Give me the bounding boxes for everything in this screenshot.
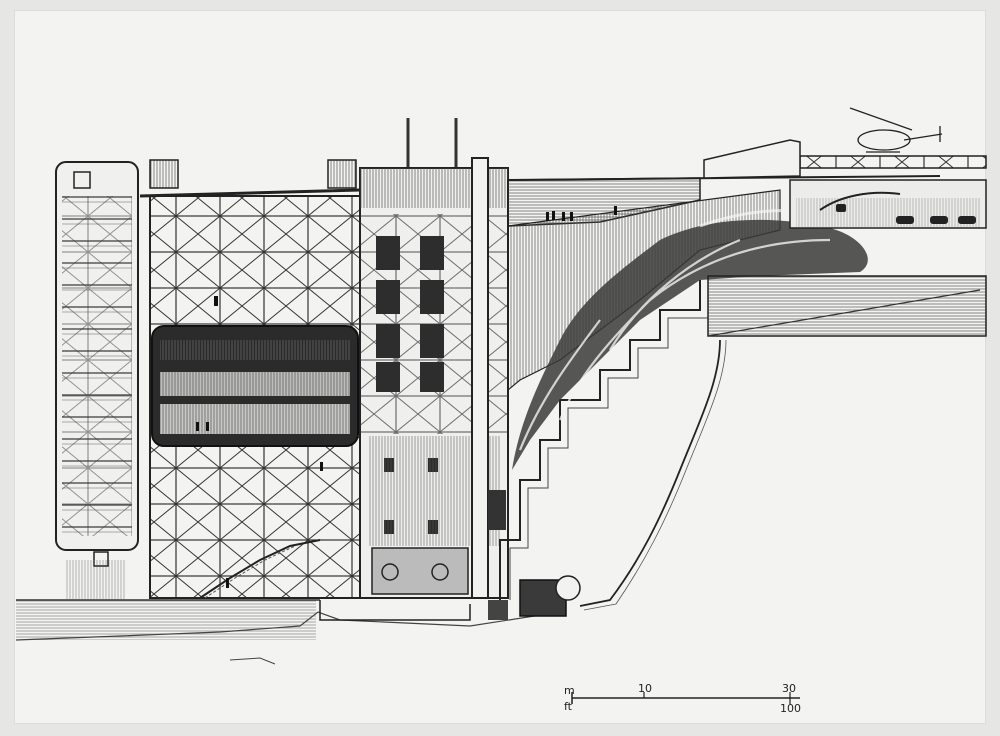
people-figures bbox=[196, 206, 617, 588]
pump-house bbox=[319, 575, 581, 621]
upper-deck bbox=[507, 139, 987, 229]
ground-level bbox=[15, 599, 561, 665]
central-frame bbox=[139, 188, 361, 599]
left-tower bbox=[55, 161, 139, 600]
scale-unit-ft: ft bbox=[564, 700, 573, 713]
scale-unit-m: m bbox=[564, 684, 575, 697]
roof-vents bbox=[149, 118, 458, 189]
scale-tick-100: 100 bbox=[780, 702, 801, 715]
right-block bbox=[359, 157, 509, 599]
scale-bar: m ft 10 30 100 bbox=[564, 682, 801, 715]
scale-tick-30: 30 bbox=[782, 682, 796, 695]
terrain-section bbox=[579, 275, 987, 611]
scale-tick-10: 10 bbox=[638, 682, 652, 695]
helicopter-sketch bbox=[849, 107, 943, 153]
